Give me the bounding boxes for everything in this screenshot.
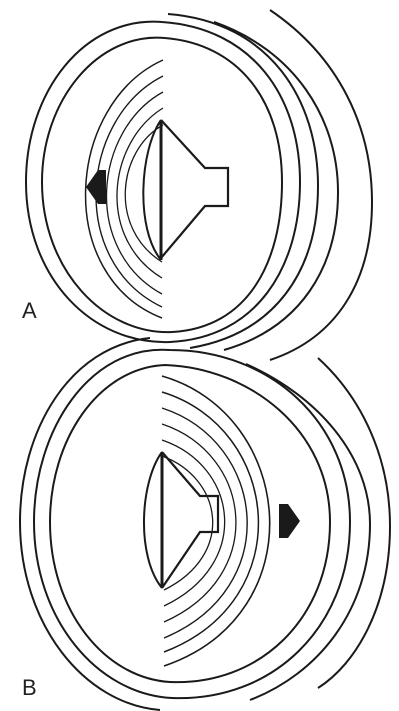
arrow-left-icon	[86, 170, 106, 204]
wave-arc	[162, 392, 258, 652]
panel-b	[20, 338, 390, 710]
panel-b-waves	[20, 338, 390, 710]
wave-arc	[214, 22, 338, 350]
wave-arc	[162, 376, 270, 666]
wave-arc	[162, 408, 247, 638]
wave-arc	[270, 10, 372, 360]
wave-arc	[34, 350, 350, 698]
wave-arc	[318, 358, 390, 688]
panel-a-label: A	[22, 300, 37, 322]
panel-b-label: B	[22, 677, 37, 699]
wave-arc	[20, 338, 160, 710]
speaker-icon	[143, 120, 228, 260]
wave-arc	[246, 364, 370, 700]
wave-arc	[26, 22, 300, 342]
speaker-icon	[144, 452, 218, 588]
panel-a-waves	[26, 10, 372, 360]
panel-a	[26, 10, 372, 360]
wave-arc	[162, 456, 213, 590]
wave-arc	[168, 14, 318, 348]
wave-arc	[162, 440, 225, 606]
arrow-right-icon	[279, 504, 300, 538]
